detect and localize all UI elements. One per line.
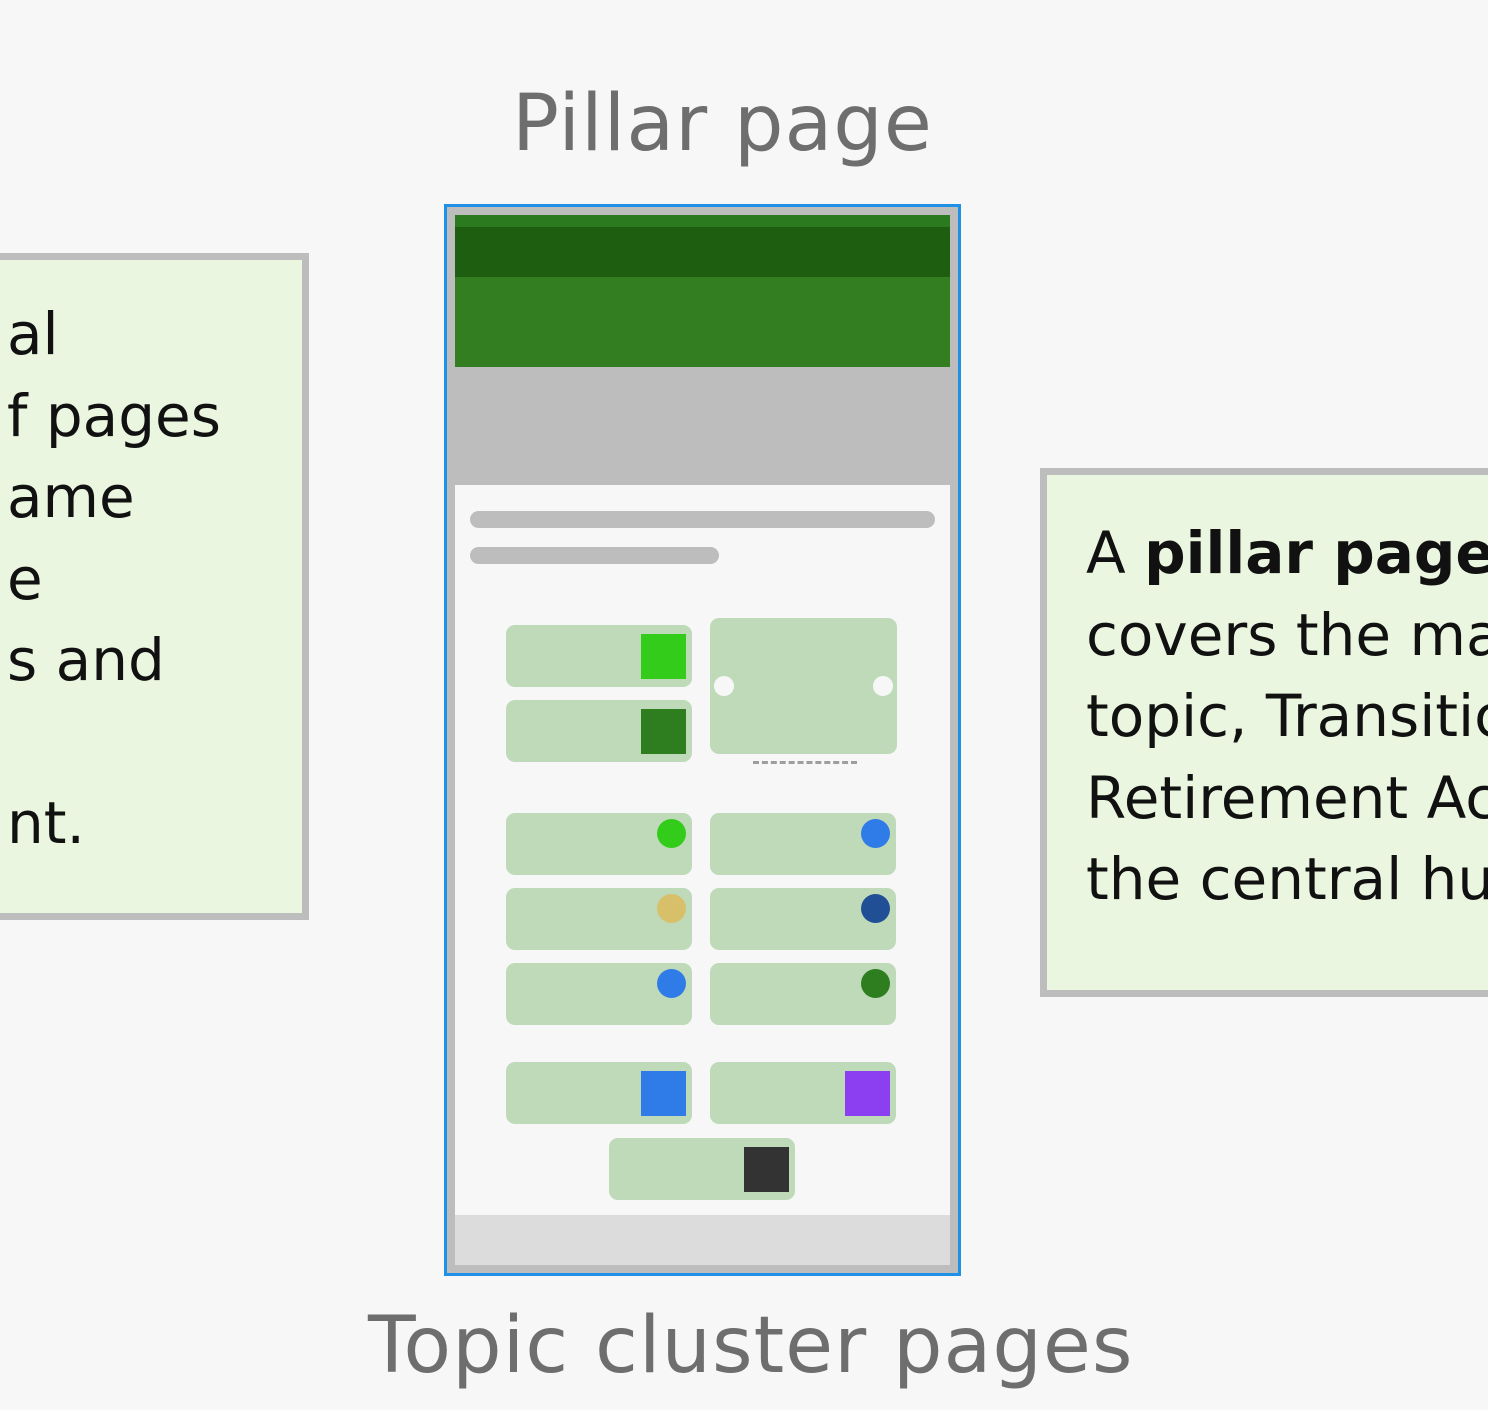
cluster-card — [710, 813, 896, 875]
topic-cluster-heading: Topic cluster pages — [368, 1301, 1134, 1391]
mockup-screen — [455, 215, 950, 1265]
mockup-content-area — [455, 485, 950, 1215]
dot-marker-icon — [861, 819, 890, 848]
card-hole-right — [873, 676, 893, 696]
pillar-page-term: pillar page — [1144, 519, 1488, 587]
text-placeholder-line — [470, 511, 935, 528]
note-line: s and — [7, 626, 165, 694]
mockup-hero-top — [455, 215, 950, 227]
mockup-footer — [455, 1215, 950, 1265]
cluster-card — [506, 625, 692, 687]
topic-cluster-note: al f pages ame e s and nt. — [0, 253, 309, 920]
pillar-page-heading: Pillar page — [512, 79, 933, 169]
cluster-card — [506, 813, 692, 875]
pillar-page-mockup — [444, 204, 961, 1276]
cluster-card — [506, 963, 692, 1025]
pillar-page-note-text: A pillar page covers the ma topic, Trans… — [1086, 513, 1488, 921]
note-line: A pillar page — [1086, 513, 1488, 595]
note-line: ame — [7, 463, 135, 531]
square-marker-icon — [641, 709, 686, 754]
mockup-hero-banner — [455, 277, 950, 367]
note-line: Retirement Ac — [1086, 763, 1488, 832]
mockup-hero-band — [455, 227, 950, 277]
cluster-card — [710, 963, 896, 1025]
topic-cluster-note-text: al f pages ame e s and nt. — [7, 294, 221, 865]
text-placeholder-line — [470, 547, 719, 564]
note-line: topic, Transitic — [1086, 682, 1488, 750]
dot-marker-icon — [861, 894, 890, 923]
square-marker-icon — [845, 1071, 890, 1116]
note-line: covers the ma — [1086, 600, 1488, 669]
dot-marker-icon — [657, 819, 686, 848]
note-line: the central hu — [1086, 845, 1488, 913]
note-line: e — [7, 544, 43, 613]
dashed-caption-line — [753, 761, 857, 764]
dot-marker-icon — [861, 969, 890, 998]
note-line: nt. — [7, 789, 85, 857]
square-marker-icon — [744, 1147, 789, 1192]
cluster-card — [609, 1138, 795, 1200]
cluster-card — [710, 888, 896, 950]
square-marker-icon — [641, 634, 686, 679]
note-line: f pages — [7, 381, 221, 450]
cluster-card — [506, 700, 692, 762]
cluster-card — [506, 888, 692, 950]
featured-cluster-card — [710, 618, 897, 754]
note-line: al — [7, 300, 59, 368]
cluster-card — [506, 1062, 692, 1124]
card-hole-left — [714, 676, 734, 696]
dot-marker-icon — [657, 969, 686, 998]
dot-marker-icon — [657, 894, 686, 923]
cluster-card — [710, 1062, 896, 1124]
note-prefix: A — [1086, 519, 1145, 587]
square-marker-icon — [641, 1071, 686, 1116]
note-line — [7, 702, 202, 784]
pillar-page-note: A pillar page covers the ma topic, Trans… — [1040, 468, 1488, 997]
